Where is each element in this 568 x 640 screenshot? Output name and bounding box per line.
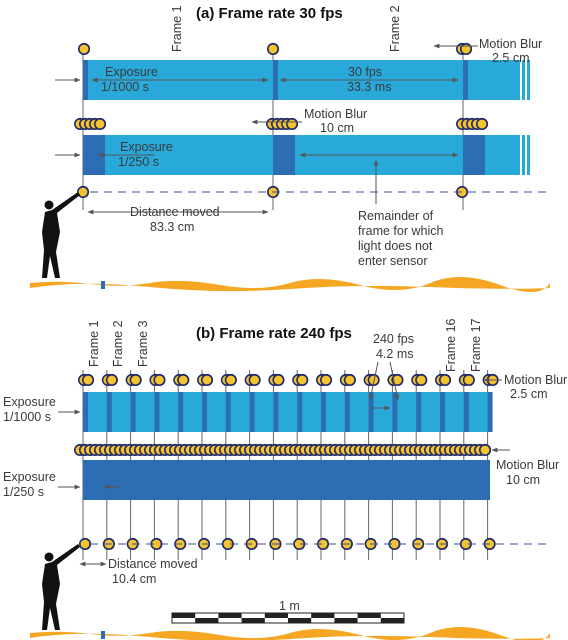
exposure-mark xyxy=(83,392,88,432)
ball-icon xyxy=(438,373,452,387)
panel-b-frame-16-label: Frame 16 xyxy=(444,318,458,372)
panel-b-distance-value: 10.4 cm xyxy=(112,572,156,586)
panel-b-row2-exposure-value: 1/250 s xyxy=(3,485,44,499)
panel-b-frame-2-label: Frame 2 xyxy=(111,320,125,367)
exposure-mark xyxy=(416,392,422,432)
panel-b-thrower-silhouette xyxy=(42,544,80,630)
exposure-mark xyxy=(463,392,469,432)
panel-a-row2-blur-label: Motion Blur xyxy=(304,107,367,121)
panel-a-ground-marker xyxy=(101,281,105,289)
panel-a-remainder-line-4: enter sensor xyxy=(358,254,427,268)
exposure-mark xyxy=(249,392,255,432)
scale-segment xyxy=(195,618,219,623)
scale-segment xyxy=(241,618,265,623)
panel-a-distance-label: Distance moved xyxy=(130,205,220,219)
ball-icon xyxy=(296,373,309,387)
panel-b-title: (b) Frame rate 240 fps xyxy=(196,325,352,342)
panel-b-fps-label: 240 fps xyxy=(373,332,414,346)
exposure-mark xyxy=(130,392,136,432)
ball-icon xyxy=(478,443,492,457)
ball-icon xyxy=(105,373,118,387)
ball-icon xyxy=(82,373,95,387)
panel-b-fps-value: 4.2 ms xyxy=(376,347,414,361)
panel-a-remainder-line-2: frame for which xyxy=(358,224,443,238)
scale-segment xyxy=(264,613,288,618)
ball-icon xyxy=(415,373,428,387)
scale-segment xyxy=(357,613,381,618)
exposure-mark xyxy=(225,392,231,432)
panel-b-scale-label: 1 m xyxy=(279,599,300,613)
panel-b-row1-blur-value: 2.5 cm xyxy=(510,387,548,401)
panel-a-row2-balls xyxy=(74,117,489,130)
panel-b-frame-3-label: Frame 3 xyxy=(136,320,150,367)
panel-a-distance-value: 83.3 cm xyxy=(150,220,194,234)
panel-a-row2-exposure-value: 1/250 s xyxy=(118,155,159,169)
panel-b-row2-exposure-label: Exposure xyxy=(3,470,56,484)
exposure-mark xyxy=(344,392,350,432)
exposure-mark xyxy=(321,392,326,432)
exposure-mark xyxy=(106,392,112,432)
panel-a-frame-1-label: Frame 1 xyxy=(170,5,184,52)
panel-b-row1-blur-label: Motion Blur xyxy=(504,373,567,387)
scale-segment xyxy=(218,613,242,618)
panel-a-row2-exposure-label: Exposure xyxy=(120,140,173,154)
panel-b-scale-bar xyxy=(171,612,405,624)
panel-b-ground xyxy=(30,626,550,640)
panel-b-row1-bar xyxy=(83,392,493,432)
panel-b-row1-exposure-value: 1/1000 s xyxy=(3,410,51,424)
ball-icon xyxy=(272,373,285,387)
panel-a-frame-2-label: Frame 2 xyxy=(388,5,402,52)
ball-icon xyxy=(224,373,237,387)
panel-b-row2-balls xyxy=(74,443,492,457)
panel-b-frame-17-label: Frame 17 xyxy=(469,318,483,372)
panel-a-row1-fps-value: 33.3 ms xyxy=(347,80,391,94)
panel-b-row1-balls xyxy=(78,373,499,387)
panel-b-ground-marker xyxy=(101,631,105,639)
ball-icon xyxy=(153,373,166,387)
panel-b-distance-label: Distance moved xyxy=(108,557,198,571)
scale-segment xyxy=(288,618,312,623)
panel-a-thrower-silhouette xyxy=(42,192,80,278)
scale-segment xyxy=(311,613,335,618)
ball-icon xyxy=(79,537,92,551)
panel-a-row1-blur-label: Motion Blur xyxy=(479,37,542,51)
panel-b-row2-blur-label: Motion Blur xyxy=(496,458,559,472)
exposure-mark xyxy=(297,392,303,432)
ball-icon xyxy=(201,373,214,387)
scale-segment xyxy=(380,618,404,623)
exposure-mark xyxy=(273,392,279,432)
panel-b-frame-1-label: Frame 1 xyxy=(87,320,101,367)
exposure-mark xyxy=(154,392,160,432)
exposure-mark xyxy=(368,392,374,432)
exposure-mark xyxy=(392,392,398,432)
exposure-mark xyxy=(440,392,445,432)
panel-b-row2-bar xyxy=(83,460,490,500)
panel-a-remainder-line-1: Remainder of xyxy=(358,209,434,223)
panel-a-remainder-line-3: light does not xyxy=(358,239,433,253)
ball-icon xyxy=(129,373,142,387)
panel-a-row1-balls xyxy=(78,42,473,56)
exposure-mark xyxy=(487,392,493,432)
exposure-mark xyxy=(202,392,207,432)
panel-a-row1-exposure-value: 1/1000 s xyxy=(101,80,149,94)
ball-icon xyxy=(319,373,333,387)
panel-a-title: (a) Frame rate 30 fps xyxy=(196,5,343,22)
scale-segment xyxy=(172,613,196,618)
panel-a-row1-fps-label: 30 fps xyxy=(348,65,382,79)
panel-a-row2-blur-value: 10 cm xyxy=(320,121,354,135)
scale-segment xyxy=(334,618,358,623)
panel-a-row1-exposure-label: Exposure xyxy=(105,65,158,79)
panel-a-row1-blur-value: 2.5 cm xyxy=(492,51,530,65)
exposure-mark xyxy=(178,392,184,432)
panel-a-ground xyxy=(30,276,550,293)
ball-icon xyxy=(248,373,261,387)
panel-b-row1-exposure-label: Exposure xyxy=(3,395,56,409)
ball-icon xyxy=(343,373,356,387)
panel-b-row2-blur-value: 10 cm xyxy=(506,473,540,487)
ball-icon xyxy=(462,373,475,387)
ball-icon xyxy=(177,373,190,387)
